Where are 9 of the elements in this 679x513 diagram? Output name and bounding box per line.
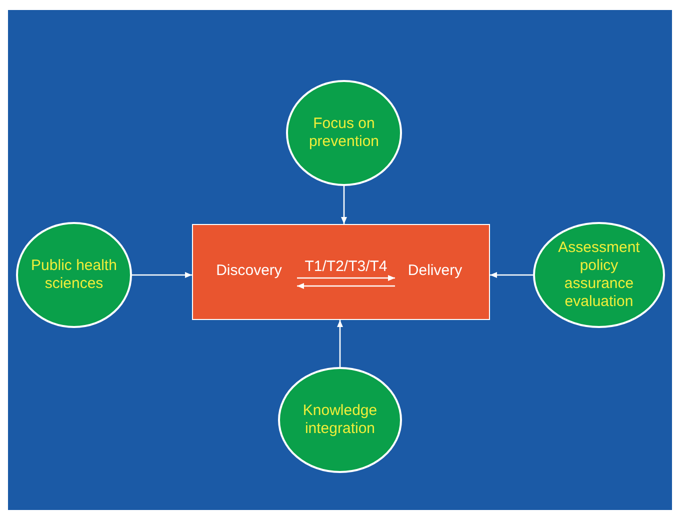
process-box	[192, 224, 490, 320]
arrow	[132, 272, 192, 278]
arrow	[297, 275, 395, 281]
arrow	[341, 186, 347, 224]
arrow	[337, 320, 343, 367]
arrow	[297, 283, 395, 289]
arrow	[490, 272, 533, 278]
stage-label: Discovery	[201, 255, 297, 285]
stage-label: Delivery	[395, 255, 475, 285]
